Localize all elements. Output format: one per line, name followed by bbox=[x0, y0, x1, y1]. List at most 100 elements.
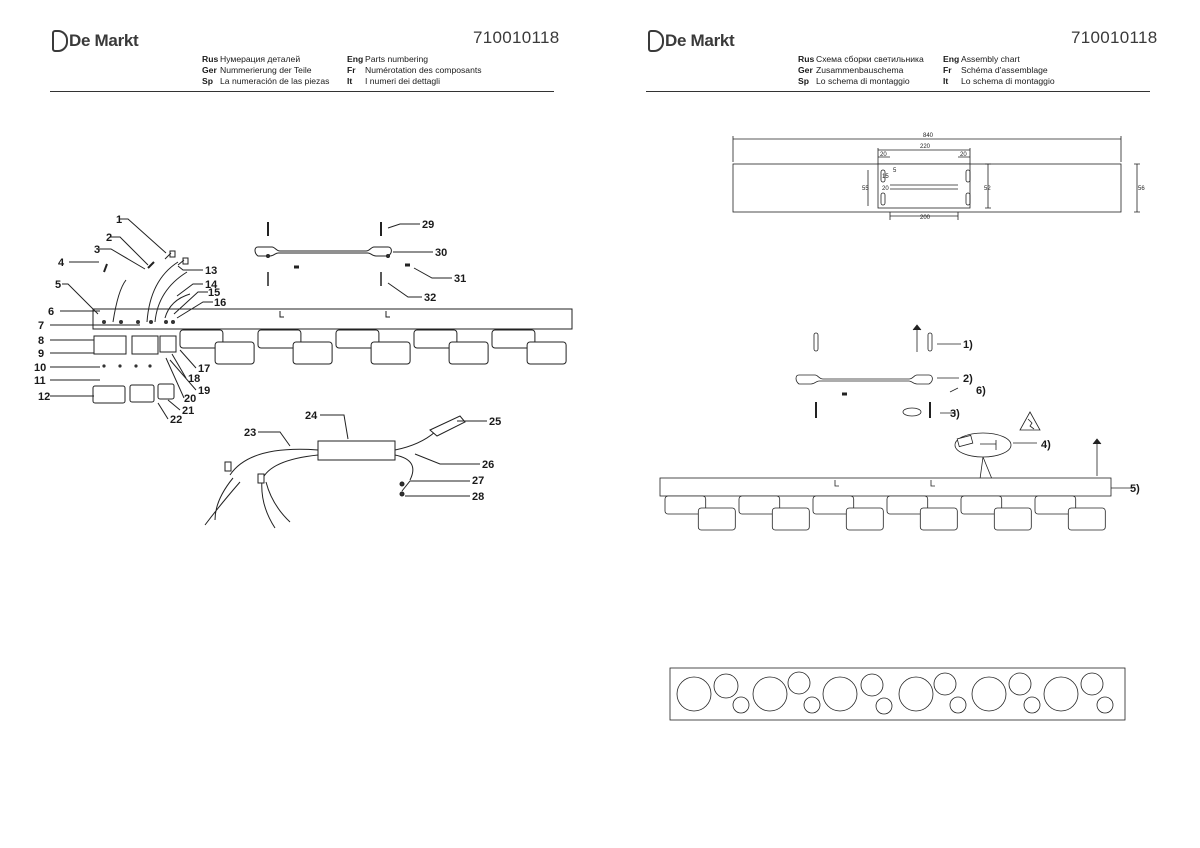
shade bbox=[664, 495, 707, 515]
shade bbox=[1067, 507, 1106, 531]
header-rule bbox=[646, 91, 1150, 92]
callout-7: 7 bbox=[38, 320, 44, 332]
shade bbox=[960, 495, 1003, 515]
callout-21: 21 bbox=[182, 405, 194, 417]
dimension-label: 200 bbox=[920, 215, 931, 221]
header-rule bbox=[50, 91, 554, 92]
shade bbox=[919, 507, 958, 531]
callout-8: 8 bbox=[38, 335, 44, 347]
shade bbox=[993, 507, 1032, 531]
step-6: 6) bbox=[976, 385, 986, 397]
callout-3: 3 bbox=[94, 244, 100, 256]
dimension-label: 56 bbox=[1138, 186, 1145, 192]
dimension-label: 840 bbox=[923, 133, 934, 139]
decor-circle bbox=[1043, 676, 1079, 712]
callout-31: 31 bbox=[454, 273, 466, 285]
brand-name: De Markt bbox=[665, 31, 735, 50]
decor-circle bbox=[933, 672, 957, 696]
decor-circle bbox=[860, 673, 884, 697]
decor-circle bbox=[822, 676, 858, 712]
callout-23: 23 bbox=[244, 427, 256, 439]
shade bbox=[292, 341, 333, 365]
logo-d-icon bbox=[52, 30, 68, 52]
shade bbox=[413, 329, 458, 349]
product-code: 710010118 bbox=[1071, 28, 1158, 47]
shade bbox=[886, 495, 929, 515]
decor-circle bbox=[676, 676, 712, 712]
dimension-label: 20 bbox=[880, 152, 887, 158]
shade bbox=[335, 329, 380, 349]
decor-circle bbox=[752, 676, 788, 712]
decor-circle bbox=[803, 696, 821, 714]
callout-12: 12 bbox=[38, 391, 50, 403]
callout-2: 2 bbox=[106, 232, 112, 244]
callout-11: 11 bbox=[34, 375, 46, 387]
dimension-label: 5 bbox=[893, 168, 897, 174]
step-5: 5) bbox=[1130, 483, 1140, 495]
step-4: 4) bbox=[1041, 439, 1051, 451]
shade bbox=[771, 507, 810, 531]
brand-logo: De Markt bbox=[52, 26, 139, 56]
decor-circle bbox=[1096, 696, 1114, 714]
decor-circle bbox=[898, 676, 934, 712]
callout-29: 29 bbox=[422, 219, 434, 231]
callout-9: 9 bbox=[38, 348, 44, 360]
shade bbox=[812, 495, 855, 515]
logo-d-icon bbox=[648, 30, 664, 52]
callout-1: 1 bbox=[116, 214, 122, 226]
shade bbox=[697, 507, 736, 531]
callout-22: 22 bbox=[170, 414, 182, 426]
shade bbox=[1034, 495, 1077, 515]
shade bbox=[845, 507, 884, 531]
callout-27: 27 bbox=[472, 475, 484, 487]
dimension-label: 15 bbox=[882, 174, 889, 180]
callout-10: 10 bbox=[34, 362, 46, 374]
dimension-label: 52 bbox=[984, 186, 991, 192]
dimension-label: 20 bbox=[882, 186, 889, 192]
callout-30: 30 bbox=[435, 247, 447, 259]
brand-name: De Markt bbox=[69, 31, 139, 50]
callout-19: 19 bbox=[198, 385, 210, 397]
callout-4: 4 bbox=[58, 257, 65, 269]
dimension-label: 220 bbox=[920, 144, 931, 150]
decor-circle bbox=[1008, 672, 1032, 696]
callout-16: 16 bbox=[214, 297, 226, 309]
decor-circle bbox=[971, 676, 1007, 712]
parts-diagram: 1234567891011121314151617181920212223242… bbox=[34, 214, 573, 529]
dimension-label: 55 bbox=[862, 186, 869, 192]
decor-circle bbox=[787, 671, 811, 695]
callout-26: 26 bbox=[482, 459, 494, 471]
callout-18: 18 bbox=[188, 373, 200, 385]
decor-circle bbox=[875, 697, 893, 715]
callout-20: 20 bbox=[184, 393, 196, 405]
decor-circle bbox=[1080, 672, 1104, 696]
shade bbox=[526, 341, 567, 365]
decor-circle bbox=[732, 696, 750, 714]
callout-24: 24 bbox=[305, 410, 318, 422]
callout-13: 13 bbox=[205, 265, 217, 277]
dimension-label: 20 bbox=[960, 152, 967, 158]
step-3: 3) bbox=[950, 408, 960, 420]
callout-14: 14 bbox=[205, 279, 218, 291]
shade bbox=[491, 329, 536, 349]
decor-circle bbox=[713, 673, 739, 699]
callout-28: 28 bbox=[472, 491, 484, 503]
callout-17: 17 bbox=[198, 363, 210, 375]
callout-5: 5 bbox=[55, 279, 61, 291]
step-2: 2) bbox=[963, 373, 973, 385]
assembly-diagram: 840 220 20 20 5 15 20 55 52 56 200 1) 2) 3) 4) 5) 6) bbox=[659, 133, 1145, 721]
decor-circle bbox=[949, 696, 967, 714]
callout-15: 15 bbox=[208, 287, 220, 299]
shade bbox=[738, 495, 781, 515]
callout-32: 32 bbox=[424, 292, 436, 304]
shade bbox=[214, 341, 255, 365]
shade bbox=[179, 329, 224, 349]
step-1: 1) bbox=[963, 339, 973, 351]
callout-6: 6 bbox=[48, 306, 54, 318]
brand-logo: De Markt bbox=[648, 26, 735, 56]
shade bbox=[448, 341, 489, 365]
